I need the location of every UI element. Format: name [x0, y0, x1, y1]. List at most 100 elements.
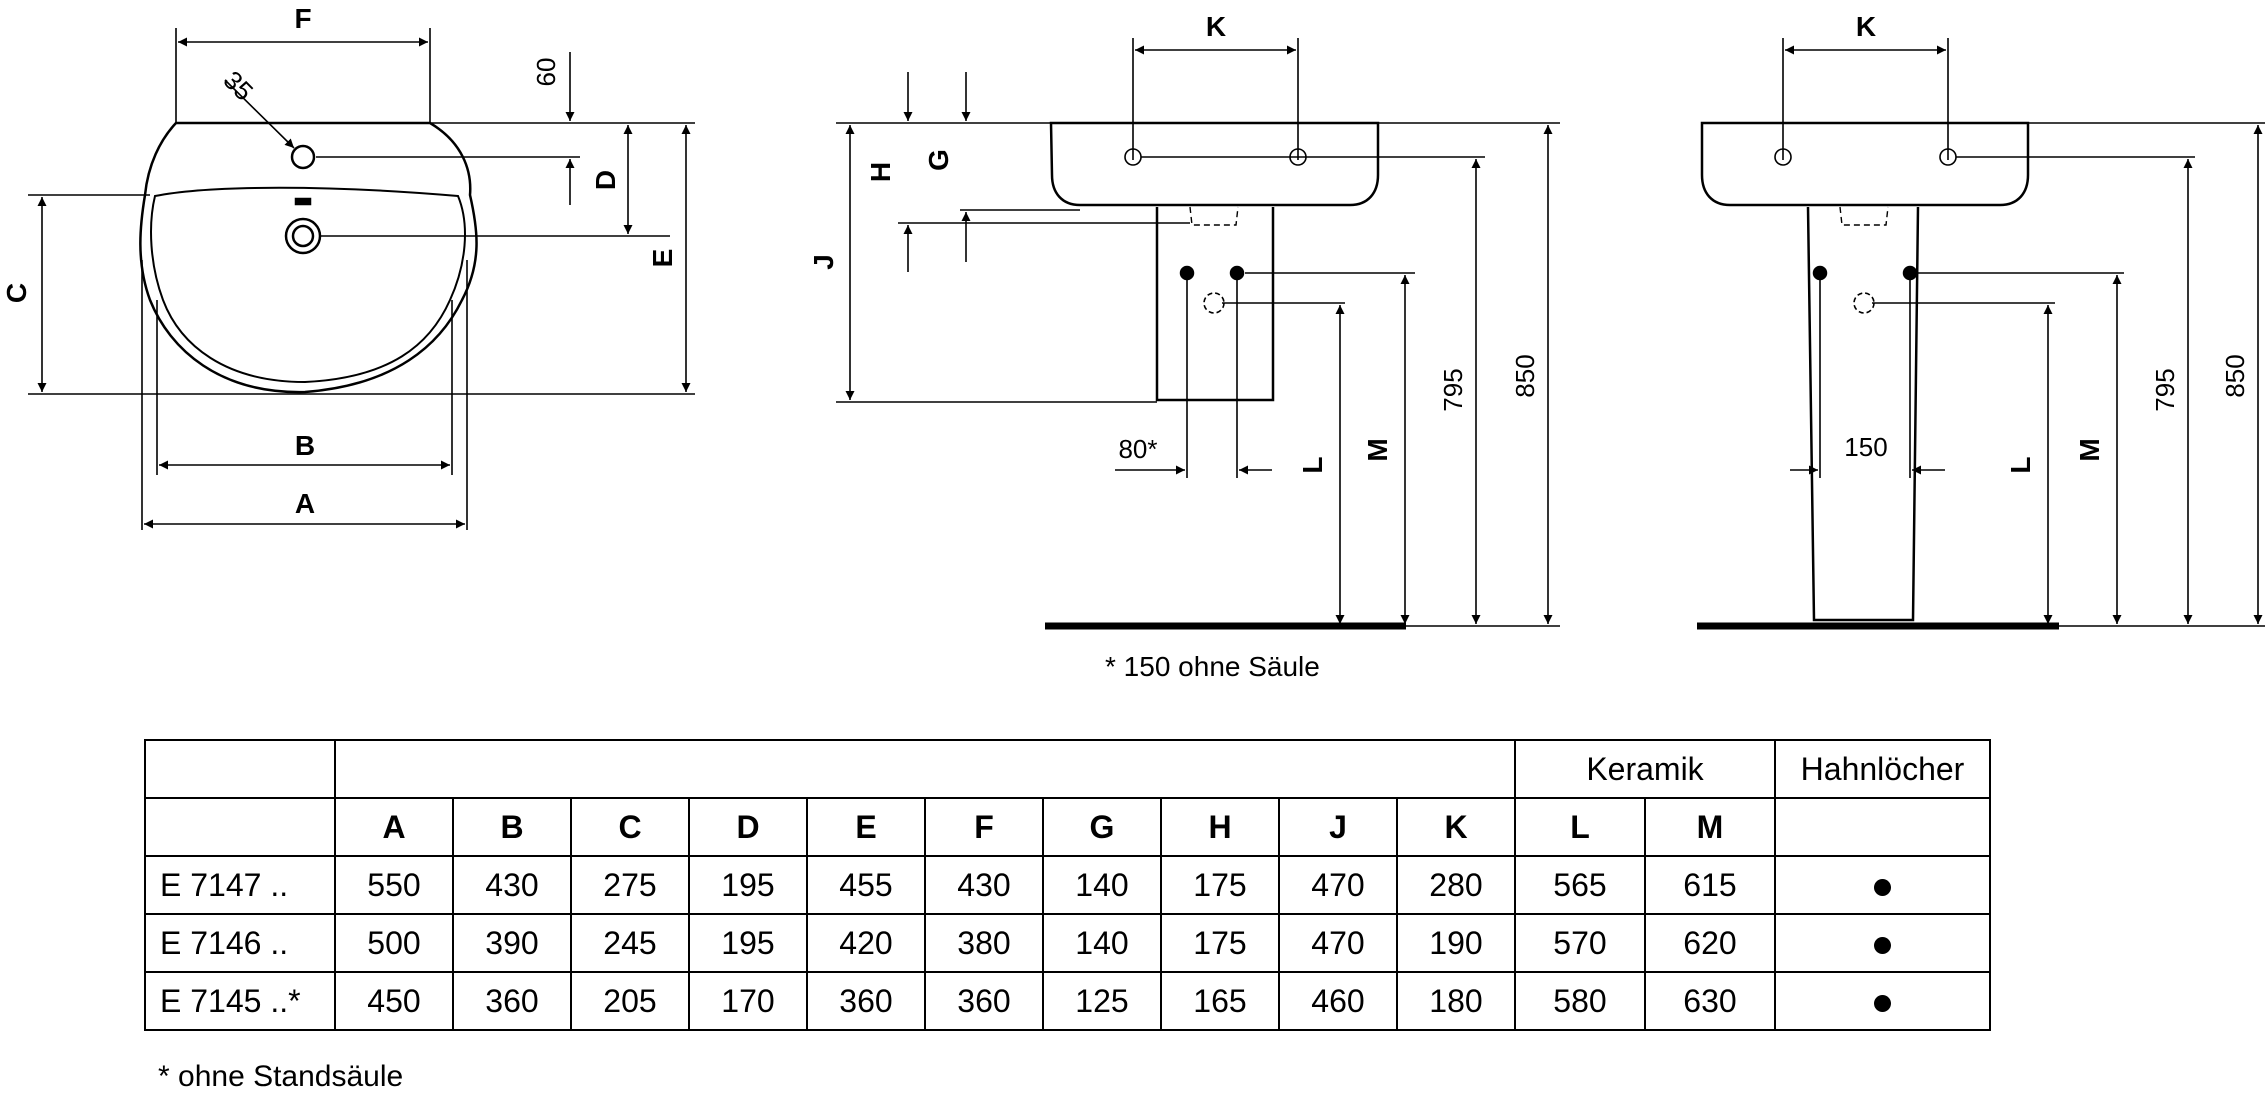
- value-cell: 180: [1396, 971, 1516, 1031]
- tap-hole-dot-icon: [1874, 994, 1891, 1012]
- side-view-labels: K H G J 80* L M 795 850 * 150 ohne Säule: [808, 11, 1540, 682]
- table-header-row: A B C D E F G H J K L M: [144, 797, 1991, 857]
- value-cell: 550: [334, 855, 454, 915]
- value-cell: 430: [452, 855, 572, 915]
- value-cell: 450: [334, 971, 454, 1031]
- front-drain-pos: [1853, 292, 1875, 314]
- table-corner-cell: [144, 739, 336, 799]
- dim-850-side: 850: [1510, 354, 1540, 397]
- side-drain-pos: [1203, 292, 1225, 314]
- tap-hole-dot-icon: [1874, 878, 1891, 896]
- value-cell: 275: [570, 855, 690, 915]
- front-view-dimensions: [1782, 38, 2265, 627]
- table-row: E 7145 ..* 450 360 205 170 360 360 125 1…: [144, 971, 1991, 1031]
- value-cell: 620: [1644, 913, 1776, 973]
- table-header-b: B: [452, 797, 572, 857]
- table-header-c: C: [570, 797, 690, 857]
- table-header-l: L: [1514, 797, 1646, 857]
- front-view-labels: K 150 L M 795 850: [1844, 11, 2250, 474]
- top-view-dimensions: [28, 28, 695, 530]
- table-group-header-row: Keramik Hahnlöcher: [144, 739, 1991, 799]
- dim-850-front: 850: [2220, 354, 2250, 397]
- label-K-front: K: [1856, 11, 1876, 42]
- value-cell: 125: [1042, 971, 1162, 1031]
- value-cell: 455: [806, 855, 926, 915]
- side-view: [1045, 121, 1406, 630]
- side-basin-outline: [1049, 121, 1380, 207]
- value-cell: 245: [570, 913, 690, 973]
- hahn-cell: [1774, 971, 1991, 1031]
- label-A: A: [295, 488, 315, 519]
- model-cell: E 7146 ..: [144, 913, 336, 973]
- value-cell: 380: [924, 913, 1044, 973]
- table-row: E 7147 .. 550 430 275 195 455 430 140 17…: [144, 855, 1991, 915]
- basin-bowl-outline: [150, 186, 466, 384]
- front-basin-outline: [1700, 121, 2030, 207]
- drain-outer: [284, 217, 322, 255]
- value-cell: 360: [924, 971, 1044, 1031]
- value-cell: 140: [1042, 913, 1162, 973]
- overflow-slot: [294, 197, 312, 206]
- front-siphon: [1839, 206, 1889, 226]
- pedestal-note: * 150 ohne Säule: [1105, 651, 1320, 682]
- value-cell: 630: [1644, 971, 1776, 1031]
- model-cell: E 7145 ..*: [144, 971, 336, 1031]
- tap-hole: [290, 144, 316, 170]
- dim-35: 35: [218, 65, 260, 107]
- label-C: C: [1, 283, 32, 303]
- value-cell: 175: [1160, 913, 1280, 973]
- dimensions-table: Keramik Hahnlöcher A B C D E F G H J K L…: [144, 739, 1991, 1031]
- technical-drawing: F 35 60 D E C B A: [1, 3, 2265, 682]
- side-view-dimensions: [836, 38, 1560, 627]
- value-cell: 470: [1278, 855, 1398, 915]
- label-G: G: [923, 149, 954, 171]
- value-cell: 390: [452, 913, 572, 973]
- value-cell: 500: [334, 913, 454, 973]
- dim-80: 80*: [1118, 434, 1157, 464]
- side-siphon: [1189, 206, 1239, 226]
- value-cell: 580: [1514, 971, 1646, 1031]
- value-cell: 195: [688, 855, 808, 915]
- value-cell: 360: [452, 971, 572, 1031]
- table-header-a: A: [334, 797, 454, 857]
- value-cell: 165: [1160, 971, 1280, 1031]
- drain-inner: [291, 224, 315, 248]
- label-M-front: M: [2074, 438, 2105, 461]
- label-D: D: [590, 170, 621, 190]
- table-header-g: G: [1042, 797, 1162, 857]
- dim-795-front: 795: [2150, 368, 2180, 411]
- value-cell: 175: [1160, 855, 1280, 915]
- dim-795-side: 795: [1438, 368, 1468, 411]
- table-header-e: E: [806, 797, 926, 857]
- value-cell: 615: [1644, 855, 1776, 915]
- table-header-m: M: [1644, 797, 1776, 857]
- table-blank-group: [334, 739, 1516, 799]
- value-cell: 565: [1514, 855, 1646, 915]
- dim-60: 60: [531, 58, 561, 87]
- label-H: H: [865, 162, 896, 182]
- value-cell: 470: [1278, 913, 1398, 973]
- value-cell: 190: [1396, 913, 1516, 973]
- value-cell: 195: [688, 913, 808, 973]
- table-group-keramik: Keramik: [1514, 739, 1776, 799]
- table-header-k: K: [1396, 797, 1516, 857]
- dim-150: 150: [1844, 432, 1887, 462]
- leader-35: [224, 79, 295, 149]
- top-view-labels: F 35 60 D E C B A: [1, 3, 678, 519]
- value-cell: 170: [688, 971, 808, 1031]
- hahn-cell: [1774, 855, 1991, 915]
- table-header-d: D: [688, 797, 808, 857]
- value-cell: 360: [806, 971, 926, 1031]
- table-header-j: J: [1278, 797, 1398, 857]
- label-M-side: M: [1362, 438, 1393, 461]
- table-group-hahnloecher: Hahnlöcher: [1774, 739, 1991, 799]
- front-view: [1697, 121, 2059, 630]
- value-cell: 140: [1042, 855, 1162, 915]
- model-cell: E 7147 ..: [144, 855, 336, 915]
- tap-hole-dot-icon: [1874, 936, 1891, 954]
- table-row: E 7146 .. 500 390 245 195 420 380 140 17…: [144, 913, 1991, 973]
- label-B: B: [295, 430, 315, 461]
- label-L-front: L: [2005, 456, 2036, 473]
- value-cell: 280: [1396, 855, 1516, 915]
- table-header-f: F: [924, 797, 1044, 857]
